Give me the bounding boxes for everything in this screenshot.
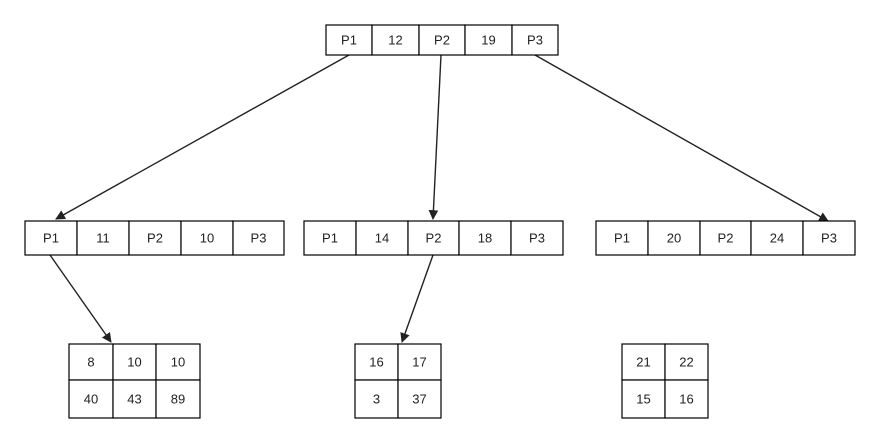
middle-cell-label: P3 xyxy=(529,231,545,246)
leaf-left-cell-label: 40 xyxy=(84,392,98,407)
middle-cell: 18 xyxy=(458,220,512,256)
right-cell: 24 xyxy=(750,220,804,256)
leaf-left-cell-label: 89 xyxy=(171,392,185,407)
middle-node: P1 14 P2 18 P3 xyxy=(303,220,564,256)
right-cell-label: P3 xyxy=(821,231,837,246)
left-cell-label: P1 xyxy=(43,231,59,246)
edge-root-p2-to-middle xyxy=(428,54,442,220)
middle-cell: P2 xyxy=(407,220,460,256)
leaf-middle-cell: 37 xyxy=(397,379,442,419)
right-cell: P3 xyxy=(802,220,856,256)
root-cell-label: 19 xyxy=(481,33,495,48)
right-cell-label: 20 xyxy=(667,231,681,246)
root-cell: 19 xyxy=(464,24,513,56)
root-cell: 12 xyxy=(371,24,420,56)
left-node: P1 11 P2 10 P3 xyxy=(24,220,285,256)
middle-cell: P1 xyxy=(303,220,357,256)
leaf-left-cell: 43 xyxy=(112,379,157,419)
leaf-middle-cell-label: 37 xyxy=(412,392,426,407)
root-cell-label: P1 xyxy=(341,33,357,48)
right-cell-label: P1 xyxy=(614,231,630,246)
right-cell: 20 xyxy=(647,220,701,256)
left-cell: P3 xyxy=(232,220,285,256)
leaf-middle-cell-label: 17 xyxy=(412,355,426,370)
left-cell-label: 10 xyxy=(200,231,214,246)
right-node: P1 20 P2 24 P3 xyxy=(595,220,856,256)
middle-cell: P3 xyxy=(510,220,564,256)
leaf-right-cell: 16 xyxy=(664,379,709,419)
root-cell-label: P3 xyxy=(527,33,543,48)
leaf-left-cell: 40 xyxy=(68,379,114,419)
leaf-left-cell-label: 10 xyxy=(127,355,141,370)
root-cell: P2 xyxy=(418,24,466,56)
leaf-middle-cell: 3 xyxy=(354,379,399,419)
edge-left-p1-to-leaf xyxy=(49,254,112,343)
middle-cell-label: P2 xyxy=(426,231,442,246)
leaf-left-cell: 10 xyxy=(155,343,201,381)
middle-cell-label: 14 xyxy=(375,231,389,246)
left-cell-label: 11 xyxy=(96,231,110,246)
edge-root-p3-to-right xyxy=(534,54,829,222)
leaf-left-cell: 89 xyxy=(155,379,201,419)
edge-middle-p2-to-leaf xyxy=(400,254,434,343)
edge-root-p1-to-left xyxy=(55,54,350,220)
right-cell: P2 xyxy=(699,220,752,256)
root-cell: P3 xyxy=(511,24,559,56)
root-node: P1 12 P2 19 P3 xyxy=(325,24,559,56)
left-cell: P2 xyxy=(128,220,182,256)
middle-cell-label: P1 xyxy=(322,231,338,246)
root-cell-label: 12 xyxy=(388,33,402,48)
left-cell: 11 xyxy=(76,220,130,256)
leaf-right-cell: 15 xyxy=(621,379,666,419)
leaf-middle-cell: 17 xyxy=(397,343,442,381)
middle-cell-label: 18 xyxy=(478,231,492,246)
leaf-left-cell-label: 10 xyxy=(171,355,185,370)
left-cell: 10 xyxy=(180,220,234,256)
leaf-middle-cell: 16 xyxy=(354,343,399,381)
root-cell: P1 xyxy=(325,24,373,56)
leaf-left-cell: 8 xyxy=(68,343,114,381)
left-cell: P1 xyxy=(24,220,78,256)
leaf-left-cell-label: 43 xyxy=(127,392,141,407)
left-cell-label: P3 xyxy=(251,231,267,246)
leaf-middle-cell-label: 3 xyxy=(373,392,380,407)
leaf-middle-cell-label: 16 xyxy=(369,355,383,370)
right-cell-label: 24 xyxy=(770,231,784,246)
right-cell-label: P2 xyxy=(718,231,734,246)
leaf-right-cell-label: 22 xyxy=(679,355,693,370)
right-cell: P1 xyxy=(595,220,649,256)
leaf-right-cell-label: 15 xyxy=(636,392,650,407)
leaf-left-cell-label: 8 xyxy=(87,355,94,370)
left-cell-label: P2 xyxy=(147,231,163,246)
leaf-right-cell-label: 16 xyxy=(679,392,693,407)
leaf-middle-node: 16 17 3 37 xyxy=(354,343,442,419)
root-cell-label: P2 xyxy=(434,33,450,48)
leaf-right-cell: 22 xyxy=(664,343,709,381)
leaf-right-node: 21 22 15 16 xyxy=(621,343,709,419)
middle-cell: 14 xyxy=(355,220,409,256)
leaf-right-cell: 21 xyxy=(621,343,666,381)
leaf-left-node: 8 10 10 40 43 89 xyxy=(68,343,201,419)
leaf-right-cell-label: 21 xyxy=(636,355,650,370)
leaf-left-cell: 10 xyxy=(112,343,157,381)
